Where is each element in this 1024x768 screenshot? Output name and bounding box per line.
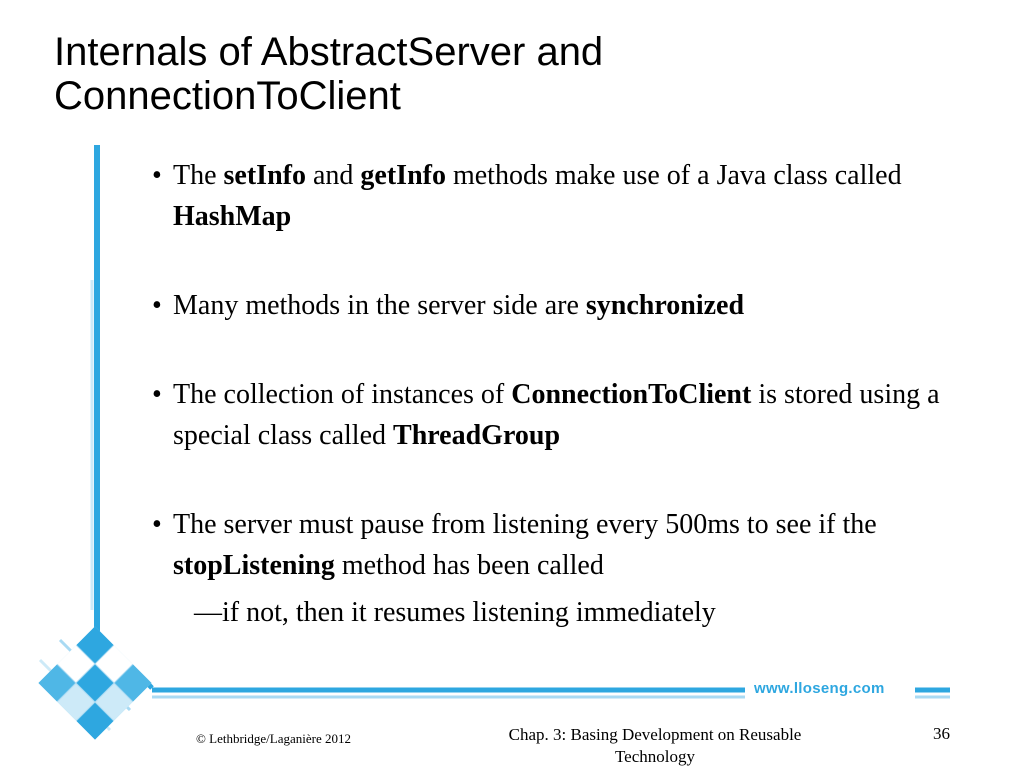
bullet-text: is stored using a special class called (173, 379, 940, 451)
bullet-list: • The setInfo and getInfo methods make u… (152, 155, 972, 633)
title-line-1: Internals of AbstractServer and (54, 30, 604, 74)
bullet-text: The collection of instances of (173, 379, 512, 410)
bullet-item: • The collection of instances of Connect… (152, 374, 972, 456)
website-url: www.lloseng.com (754, 680, 885, 697)
bullet-bold-text: ThreadGroup (393, 420, 561, 451)
bullet-marker: • (152, 379, 162, 410)
bullet-marker: • (152, 509, 162, 540)
bullet-text: The (173, 160, 224, 191)
sub-bullet-item: —if not, then it resumes listening immed… (194, 597, 716, 628)
bullet-bold-text: synchronized (585, 290, 745, 321)
copyright-text: © Lethbridge/Laganière 2012 (196, 731, 351, 746)
bullet-text: The server must pause from listening eve… (173, 509, 877, 540)
bullet-bold-text: getInfo (360, 160, 446, 191)
title-line-2: ConnectionToClient (54, 74, 401, 118)
bullet-bold-text: stopListening (173, 550, 335, 581)
chapter-title: Chap. 3: Basing Development on Reusable … (508, 725, 802, 766)
bullet-text: method has been called (334, 550, 604, 581)
bullet-text: Many methods in the server side are (173, 290, 586, 321)
bullet-marker: • (152, 160, 162, 191)
bullet-item: • The setInfo and getInfo methods make u… (152, 155, 972, 237)
bullet-item: • The server must pause from listening e… (152, 504, 972, 586)
bullet-item: • Many methods in the server side are sy… (152, 285, 972, 326)
page-number: 36 (933, 724, 950, 743)
bullet-bold-text: HashMap (173, 201, 292, 232)
slide-title: Internals of AbstractServer and Connecti… (54, 30, 954, 118)
bullet-marker: • (152, 290, 162, 321)
bullet-bold-text: ConnectionToClient (511, 379, 752, 410)
bullet-text: and (305, 160, 361, 191)
bullet-bold-text: setInfo (223, 160, 306, 191)
logo-diamond-icon (38, 626, 152, 740)
bullet-text: methods make use of a Java class called (445, 160, 902, 191)
